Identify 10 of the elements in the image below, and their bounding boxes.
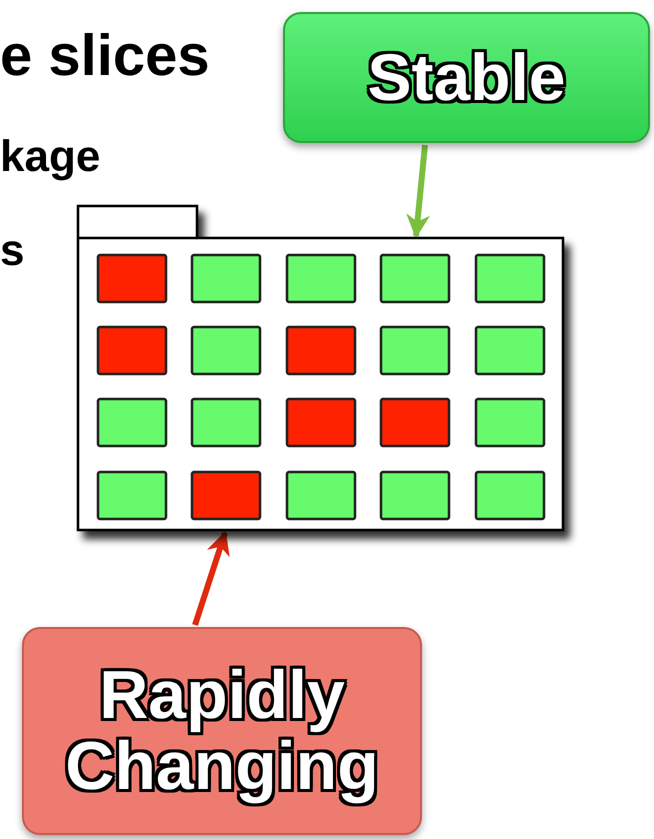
slide-text: kage — [0, 132, 100, 182]
label-box — [22, 627, 422, 835]
label-box — [283, 12, 650, 143]
arrow — [406, 144, 430, 238]
arrow — [192, 530, 230, 626]
package-folder-drawing — [77, 205, 564, 531]
box-label: Stable — [367, 42, 566, 112]
box-label: Rapidly Changing — [64, 660, 380, 802]
slide-text: e slices — [0, 22, 210, 89]
slide-text: s — [0, 226, 24, 276]
